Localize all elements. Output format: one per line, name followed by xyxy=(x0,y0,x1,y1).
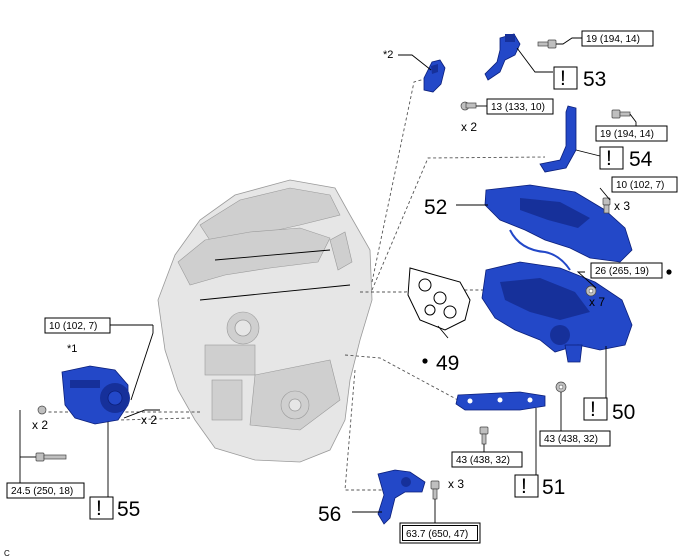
part-number-51: 51 xyxy=(542,476,565,499)
part-52-heat-insulator xyxy=(456,184,633,271)
bolt-icon xyxy=(611,109,637,128)
engine-assembly xyxy=(157,179,373,463)
replace-marker-49 xyxy=(422,358,428,364)
part-50-exhaust-manifold xyxy=(481,261,633,398)
bolt-icon xyxy=(430,480,440,523)
torque-spec-6: 10 (102, 7) xyxy=(49,321,97,332)
part-star2-fitting: *2 xyxy=(383,49,446,93)
torque-spec-8: 43 (438, 32) xyxy=(456,455,510,466)
part-55-compressor: *1 xyxy=(61,325,160,498)
torque-spec-3: 19 (194, 14) xyxy=(600,129,654,140)
qty-label: x 2 xyxy=(141,413,157,427)
torque-spec-10: 63.7 (650, 47) xyxy=(406,529,468,540)
part-number-49: 49 xyxy=(436,352,459,375)
fasteners xyxy=(19,37,637,523)
part-number-52: 52 xyxy=(424,196,447,219)
qty-label: x 7 xyxy=(589,295,605,309)
nut-icon xyxy=(576,271,597,297)
callout-star1: *1 xyxy=(67,343,77,355)
svg-text:!: ! xyxy=(560,67,566,90)
qty-label: x 2 xyxy=(461,120,477,134)
bolt-icon xyxy=(537,37,582,49)
torque-spec-5: 26 (265, 19) xyxy=(595,266,649,277)
exclamation-box-icon: ! xyxy=(599,146,624,170)
exclamation-box-icon: ! xyxy=(583,397,608,421)
torque-spec-1: 19 (194, 14) xyxy=(586,34,640,45)
part-number-56: 56 xyxy=(318,503,341,526)
exclamation-box-icon: ! xyxy=(514,474,539,498)
corner-label: C xyxy=(4,549,10,558)
part-number-54: 54 xyxy=(629,148,653,171)
svg-text:!: ! xyxy=(606,147,612,170)
torque-spec-boxes: 19 (194, 14) 13 (133, 10) 19 (194, 14) 1… xyxy=(6,30,678,544)
qty-label: x 3 xyxy=(614,199,630,213)
part-number-55: 55 xyxy=(117,498,140,521)
qty-label: x 2 xyxy=(32,418,48,432)
part-labels: ! 53 ! 54 52 49 ! 50 ! 51 ! 55 xyxy=(89,66,653,526)
torque-spec-9: 43 (438, 32) xyxy=(544,434,598,445)
part-51-bracket xyxy=(455,391,546,475)
part-56-bracket xyxy=(352,469,426,525)
svg-text:!: ! xyxy=(521,475,527,498)
bolt-icon xyxy=(460,101,487,111)
part-54-water-pipe xyxy=(539,105,601,173)
exclamation-box-icon: ! xyxy=(89,496,114,520)
part-number-50: 50 xyxy=(612,401,635,424)
torque-spec-4: 10 (102, 7) xyxy=(616,180,664,191)
quantity-labels: x 2 x 3 x 7 x 2 x 2 x 3 xyxy=(32,120,630,491)
part-49-gasket xyxy=(407,267,471,364)
callout-star2: *2 xyxy=(383,49,393,61)
torque-spec-2: 13 (133, 10) xyxy=(491,102,545,113)
part-53-water-pipe xyxy=(484,33,553,81)
nut-icon xyxy=(555,381,567,431)
svg-text:!: ! xyxy=(590,398,596,421)
part-number-53: 53 xyxy=(583,68,606,91)
bolt-icon xyxy=(479,426,489,452)
bolt-icon xyxy=(19,405,47,483)
torque-spec-7: 24.5 (250, 18) xyxy=(11,486,73,497)
bolt-icon xyxy=(599,187,611,214)
bolt-icon xyxy=(20,452,67,462)
exclamation-box-icon: ! xyxy=(553,66,578,90)
replace-marker-50 xyxy=(666,269,672,275)
qty-label: x 3 xyxy=(448,477,464,491)
svg-text:!: ! xyxy=(96,497,102,520)
